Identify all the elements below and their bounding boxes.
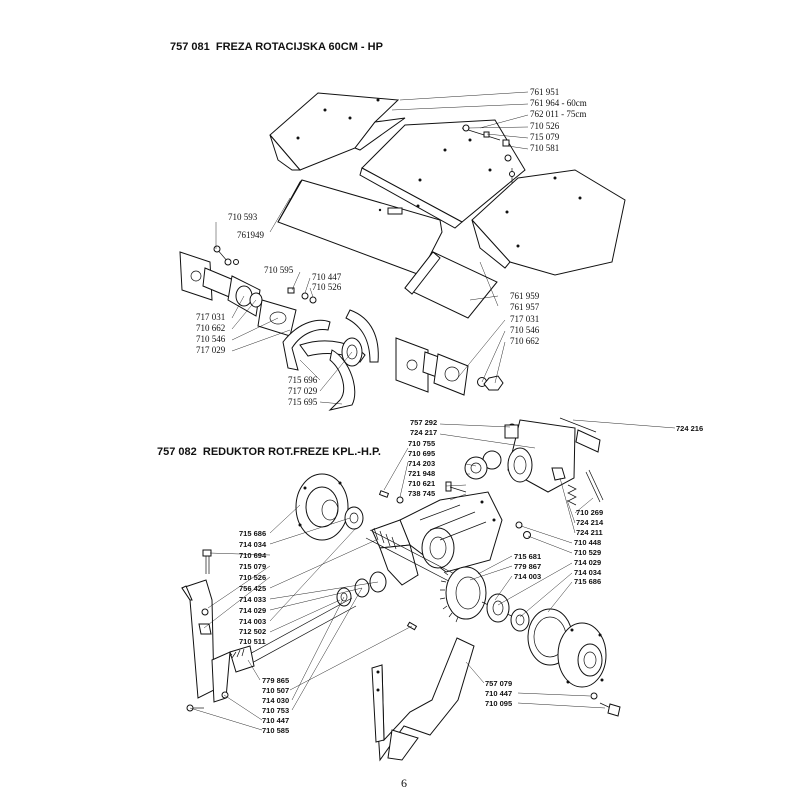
tiller-cover-left xyxy=(269,92,406,171)
section-code: 757 081 xyxy=(170,41,210,53)
part-label: 710 753 xyxy=(262,706,289,715)
part-label: 724 214 xyxy=(576,518,604,527)
section-name: FREZA ROTACIJSKA 60CM - HP xyxy=(215,41,383,53)
part-label: 710 755 xyxy=(408,439,435,448)
part-label: 717 031 xyxy=(510,314,539,324)
part-label: 779 867 xyxy=(514,562,541,571)
part-label: 712 502 xyxy=(239,627,266,636)
part-label: 710 448 xyxy=(574,538,601,547)
part-label: 715 079 xyxy=(530,132,560,142)
part-label: 714 034 xyxy=(574,568,602,577)
part-label: 714 203 xyxy=(408,459,435,468)
crown-gear xyxy=(439,566,521,623)
left-hub-bolts xyxy=(213,245,317,304)
support-bracket xyxy=(181,549,231,712)
part-label: 710 507 xyxy=(262,686,289,695)
part-labels-bottom: 757 292 724 217 724 216 710 755 710 695 … xyxy=(239,418,703,735)
part-label: 714 003 xyxy=(514,572,541,581)
part-label: 710 095 xyxy=(485,699,512,708)
left-side-cover xyxy=(295,473,364,541)
part-label: 757 079 xyxy=(485,679,512,688)
part-label: 710 662 xyxy=(510,336,539,346)
part-label: 715 686 xyxy=(574,577,601,586)
section-name: REDUKTOR ROT.FREZE KPL.-H.P. xyxy=(202,446,381,458)
section-code: 757 082 xyxy=(157,446,197,458)
part-label: 761 959 xyxy=(510,291,540,301)
part-label: 761 957 xyxy=(510,302,540,312)
part-label: 714 030 xyxy=(262,696,289,705)
part-label: 710 447 xyxy=(312,272,342,282)
left-hub-flange xyxy=(179,251,297,337)
part-label: 710 546 xyxy=(510,325,540,335)
part-label: 710 511 xyxy=(239,637,266,646)
cover-bolts xyxy=(461,124,515,183)
part-label: 724 216 xyxy=(676,424,703,433)
part-label: 710 447 xyxy=(485,689,512,698)
part-label: 714 003 xyxy=(239,617,266,626)
part-label: 779 865 xyxy=(262,676,289,685)
part-label: 710 695 xyxy=(408,449,435,458)
part-label: 717 029 xyxy=(288,386,318,396)
part-label: 756 425 xyxy=(239,584,266,593)
part-label: 714 029 xyxy=(239,606,266,615)
page-number: 6 xyxy=(401,776,407,790)
part-label: 738 745 xyxy=(408,489,435,498)
part-label: 710 447 xyxy=(262,716,289,725)
part-label: 710 526 xyxy=(530,121,560,131)
part-label: 717 029 xyxy=(196,345,226,355)
part-label: 714 033 xyxy=(239,595,266,604)
part-label: 710 546 xyxy=(196,334,226,344)
tiller-shield-front xyxy=(277,179,443,276)
part-label: 710 526 xyxy=(239,573,266,582)
part-label: 715 686 xyxy=(239,529,266,538)
section-title-rotary-tiller: 757 081 FREZA ROTACIJSKA 60CM - HP xyxy=(170,41,383,53)
tiller-shield-side xyxy=(404,251,498,319)
part-label: 757 292 xyxy=(410,418,437,427)
skid-plate xyxy=(371,637,475,762)
part-label: 762 011 - 75cm xyxy=(530,109,586,119)
part-label: 715 079 xyxy=(239,562,266,571)
part-label: 724 211 xyxy=(576,528,603,537)
part-label: 724 217 xyxy=(410,428,437,437)
gearbox-housing-tube xyxy=(504,417,601,493)
right-hub-shaft xyxy=(395,337,504,396)
part-label: 714 034 xyxy=(239,540,267,549)
part-label: 721 948 xyxy=(408,469,435,478)
gearbox-main-body xyxy=(371,491,531,586)
part-label: 710 694 xyxy=(239,551,267,560)
part-label: 710 585 xyxy=(262,726,289,735)
part-label: 717 031 xyxy=(196,312,225,322)
gearbox-gaskets-small xyxy=(378,450,502,504)
part-label: 710 593 xyxy=(228,212,258,222)
part-label: 710 581 xyxy=(530,143,559,153)
part-label: 761949 xyxy=(237,230,265,240)
part-label: 715 681 xyxy=(514,552,541,561)
part-label: 715 696 xyxy=(288,375,318,385)
part-label: 714 029 xyxy=(574,558,601,567)
part-label: 710 529 xyxy=(574,548,601,557)
section-title-gearbox: 757 082 REDUKTOR ROT.FREZE KPL.-H.P. xyxy=(157,446,381,458)
spring-pin-assembly xyxy=(551,467,604,506)
part-label: 710 662 xyxy=(196,323,225,333)
part-label: 761 964 - 60cm xyxy=(530,98,587,108)
part-label: 710 269 xyxy=(576,508,603,517)
part-label: 715 695 xyxy=(288,397,318,407)
part-label: 710 526 xyxy=(312,282,342,292)
leader-lines-top xyxy=(215,91,529,405)
bottom-bolt-right xyxy=(590,692,621,717)
leader-lines-bottom xyxy=(189,419,676,731)
part-label: 761 951 xyxy=(530,87,559,97)
tiller-cover-right xyxy=(471,169,626,276)
right-side-cover xyxy=(557,622,607,688)
part-labels-top: 761 951 761 964 - 60cm 762 011 - 75cm 71… xyxy=(196,87,587,407)
tiller-cover-center xyxy=(359,119,526,229)
part-label: 710 595 xyxy=(264,265,294,275)
part-label: 710 621 xyxy=(408,479,435,488)
lower-shaft-parts xyxy=(227,571,418,673)
